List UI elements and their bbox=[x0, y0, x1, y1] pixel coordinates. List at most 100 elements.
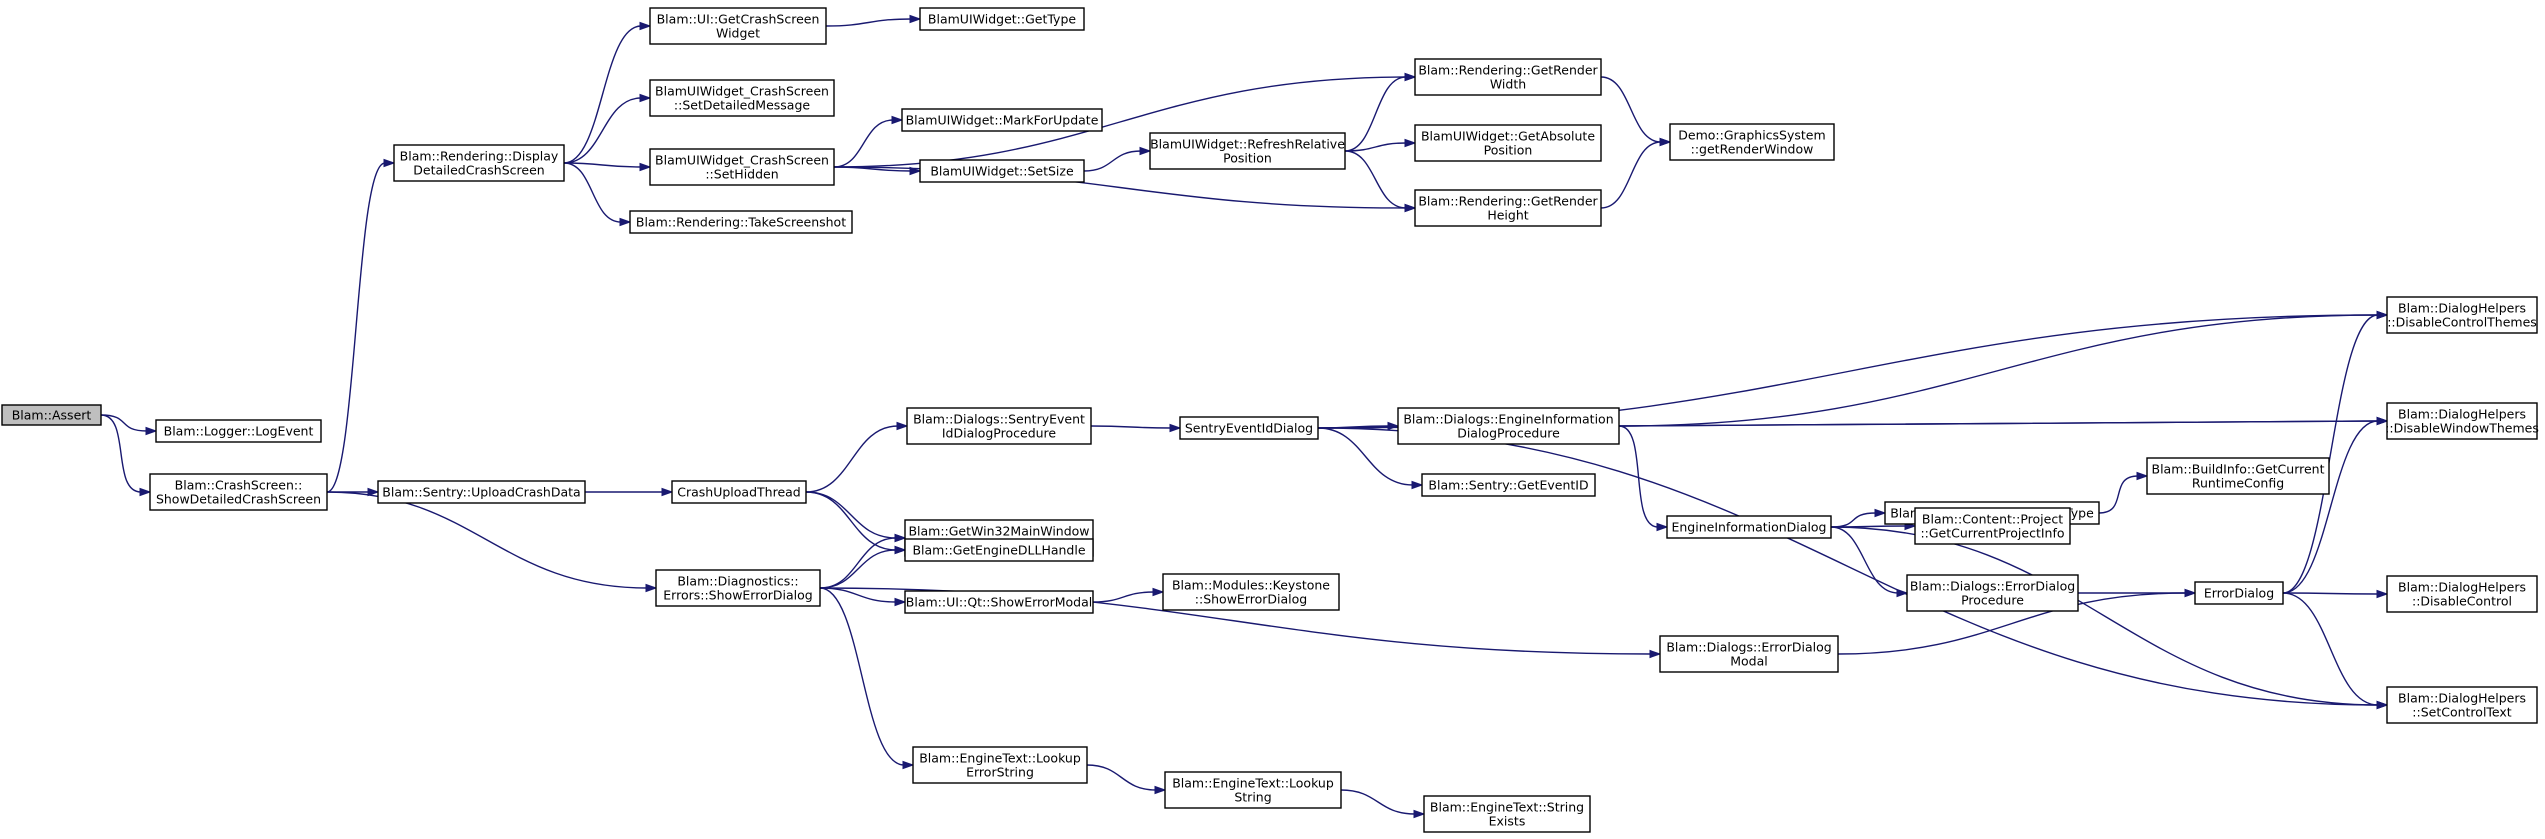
node-label-line: Blam::DialogHelpers bbox=[2398, 691, 2526, 706]
edge-line bbox=[1344, 150, 1407, 209]
edge-arrowhead bbox=[661, 487, 674, 497]
node-label-line: Blam::DialogHelpers bbox=[2398, 580, 2526, 595]
node-geteventid[interactable]: Blam::Sentry::GetEventID bbox=[1421, 473, 1596, 497]
node-logevent[interactable]: Blam::Logger::LogEvent bbox=[155, 419, 322, 443]
edge-line bbox=[1618, 425, 1659, 528]
node-sentryeventproc[interactable]: Blam::Dialogs::SentryEventIdDialogProced… bbox=[906, 407, 1092, 445]
edge-showdetailed-to-showerrordialog bbox=[326, 491, 658, 593]
node-sentrydialog[interactable]: SentryEventIdDialog bbox=[1179, 416, 1319, 440]
edge-lookupstring-to-stringexists bbox=[1340, 789, 1426, 819]
node-box bbox=[2386, 686, 2538, 724]
node-box bbox=[1164, 771, 1342, 809]
edge-arrowhead bbox=[1656, 522, 1669, 532]
node-box bbox=[912, 746, 1088, 784]
node-assert[interactable]: Blam::Assert bbox=[1, 404, 102, 426]
node-qtshowerror[interactable]: Blam::UI::Qt::ShowErrorModal bbox=[904, 590, 1094, 614]
node-showdetailed[interactable]: Blam::CrashScreen::ShowDetailedCrashScre… bbox=[149, 473, 328, 511]
node-showerrordialog[interactable]: Blam::Diagnostics::Errors::ShowErrorDial… bbox=[655, 569, 821, 607]
node-disablecontrolthemes[interactable]: Blam::DialogHelpers::DisableControlTheme… bbox=[2386, 296, 2538, 334]
node-label-line: Blam::Diagnostics:: bbox=[677, 574, 798, 589]
edge-arrowhead bbox=[639, 93, 652, 103]
node-label-line: Blam::DialogHelpers bbox=[2398, 301, 2526, 316]
node-label-line: ErrorDialog bbox=[2204, 586, 2274, 601]
node-box bbox=[1414, 58, 1602, 96]
node-label-line: Demo::GraphicsSystem bbox=[1678, 128, 1825, 143]
node-uploadcrash[interactable]: Blam::Sentry::UploadCrashData bbox=[377, 480, 586, 504]
edge-line bbox=[1618, 420, 2379, 427]
edge-displaydetailed-to-setdetailedmsg bbox=[563, 93, 652, 164]
edge-engineinfoproc-to-disablecontrolthemes bbox=[1618, 310, 2389, 427]
node-label-line: Blam::GetEngineDLLHandle bbox=[912, 543, 1085, 558]
node-box bbox=[904, 538, 1094, 562]
node-setsize[interactable]: BlamUIWidget::SetSize bbox=[919, 159, 1085, 183]
node-box bbox=[1149, 132, 1346, 170]
edge-line bbox=[1830, 526, 2379, 706]
edge-sentrydialog-to-geteventid bbox=[1317, 427, 1424, 490]
node-setdetailedmsg[interactable]: BlamUIWidget_CrashScreen::SetDetailedMes… bbox=[649, 79, 835, 117]
node-label-line: ::DisableControl bbox=[2412, 594, 2512, 609]
node-label-line: Blam::Assert bbox=[12, 408, 92, 423]
node-disablecontrol[interactable]: Blam::DialogHelpers::DisableControl bbox=[2386, 575, 2538, 613]
node-box bbox=[1162, 573, 1340, 611]
edge-line bbox=[833, 119, 894, 168]
node-box bbox=[2146, 457, 2330, 495]
node-label-line: ::SetControlText bbox=[2412, 705, 2512, 720]
edge-getrenderwidth-to-getrenderwindow bbox=[1600, 76, 1672, 147]
edge-showerrordialog-to-lookuperror bbox=[819, 587, 915, 770]
node-gettype[interactable]: BlamUIWidget::GetType bbox=[919, 7, 1085, 31]
node-label-line: ::getRenderWindow bbox=[1691, 142, 1814, 157]
node-disablewindowthemes[interactable]: Blam::DialogHelpers::DisableWindowThemes bbox=[2385, 402, 2539, 440]
node-label-line: Blam::Sentry::GetEventID bbox=[1428, 478, 1588, 493]
edge-arrowhead bbox=[383, 158, 396, 168]
node-displaydetailed[interactable]: Blam::Rendering::DisplayDetailedCrashScr… bbox=[393, 144, 565, 182]
node-label-line: ErrorString bbox=[966, 765, 1034, 780]
node-label-line: Blam::Dialogs::ErrorDialog bbox=[1666, 640, 1831, 655]
edge-arrowhead bbox=[139, 487, 152, 497]
node-takescreenshot[interactable]: Blam::Rendering::TakeScreenshot bbox=[629, 210, 853, 234]
node-label-line: Blam::Sentry::UploadCrashData bbox=[382, 485, 580, 500]
edge-displaydetailed-to-takescreenshot bbox=[563, 162, 632, 227]
node-markforupdate[interactable]: BlamUIWidget::MarkForUpdate bbox=[901, 108, 1103, 132]
node-keystoneshowerror[interactable]: Blam::Modules::Keystone::ShowErrorDialog bbox=[1162, 573, 1340, 611]
node-sethidden[interactable]: BlamUIWidget_CrashScreen::SetHidden bbox=[649, 148, 835, 186]
node-crashupload[interactable]: CrashUploadThread bbox=[671, 480, 807, 504]
edge-arrowhead bbox=[2376, 416, 2389, 426]
edge-arrowhead bbox=[891, 115, 904, 125]
edge-arrowhead bbox=[639, 21, 652, 31]
node-engineinfoproc[interactable]: Blam::Dialogs::EngineInformationDialogPr… bbox=[1397, 407, 1620, 445]
node-box bbox=[1421, 473, 1596, 497]
node-getenginedll[interactable]: Blam::GetEngineDLLHandle bbox=[904, 538, 1094, 562]
node-box bbox=[901, 108, 1103, 132]
edge-arrowhead bbox=[1649, 649, 1662, 659]
edge-line bbox=[326, 162, 386, 493]
edge-line bbox=[805, 425, 899, 493]
edge-lookuperror-to-lookupstring bbox=[1086, 764, 1167, 795]
node-errordialog[interactable]: ErrorDialog bbox=[2194, 581, 2284, 605]
node-setcontroltext[interactable]: Blam::DialogHelpers::SetControlText bbox=[2386, 686, 2538, 724]
edge-line bbox=[1600, 141, 1662, 209]
node-getrenderwindow[interactable]: Demo::GraphicsSystem::getRenderWindow bbox=[1669, 123, 1835, 161]
edge-line bbox=[1600, 76, 1662, 143]
nodes-layer: Blam::AssertBlam::Logger::LogEventBlam::… bbox=[1, 7, 2539, 833]
node-box bbox=[2386, 402, 2538, 440]
edge-uploadcrash-to-crashupload bbox=[584, 487, 674, 497]
node-label-line: Height bbox=[1487, 208, 1528, 223]
node-engineinfodialog[interactable]: EngineInformationDialog bbox=[1666, 515, 1832, 539]
node-getprojectinfo[interactable]: Blam::Content::Project::GetCurrentProjec… bbox=[1914, 507, 2071, 545]
edge-getrenderheight-to-getrenderwindow bbox=[1600, 137, 1672, 209]
edge-assert-to-logevent bbox=[100, 414, 158, 436]
edge-sethidden-to-markforupdate bbox=[833, 115, 904, 168]
edge-errordialogmodal-to-errordialog bbox=[1837, 588, 2197, 655]
edge-line bbox=[1317, 427, 1414, 486]
